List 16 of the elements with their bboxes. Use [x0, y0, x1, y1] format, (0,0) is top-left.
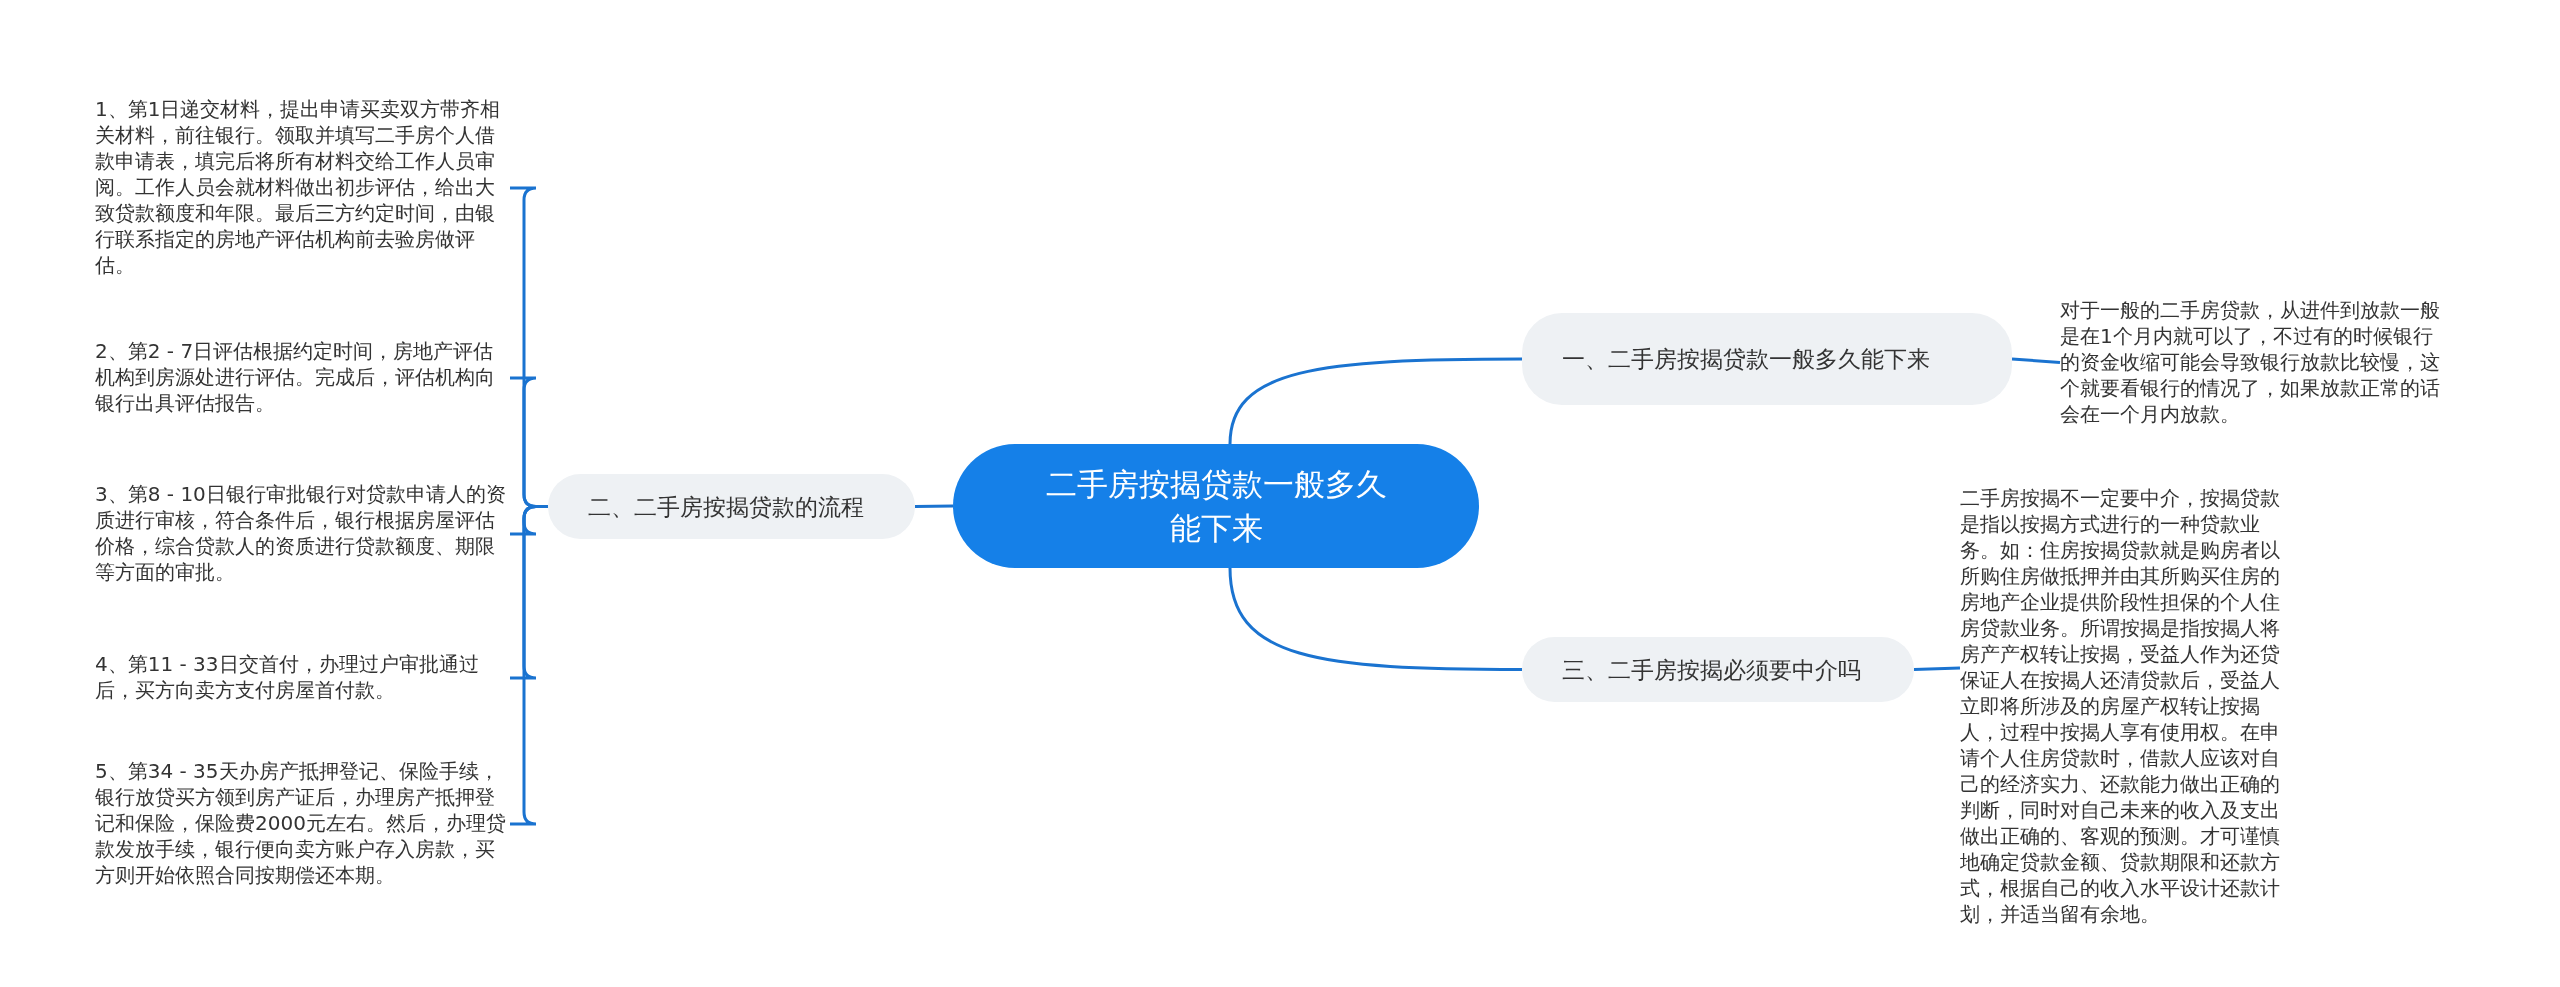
connector-line	[1228, 567, 1522, 671]
connector-line	[2011, 357, 2061, 364]
central-topic: 二手房按揭贷款一般多久能下来	[953, 444, 1479, 568]
note-text: 二手房按揭不一定要中介，按揭贷款是指以按揭方式进行的一种贷款业务。如：住房按揭贷款就是购房者以所购住房做抵押并由其所购买住房的房地产企业提供阶段性担保的个人住房贷款业务。所谓按揭是指按揭人将房产产权转让按揭，受益人作为还贷保证人在按揭人还清贷款后，受益人立即将所涉及的房屋产权转让按揭人，过程中按揭人享有使用权。在申请个人住房贷款时，借款人应该对自己的经济实力、还款能力做出正确的判断，同时对自己未来的收入及支出做出正确的、客观的预测。才可谨慎地确定贷款金额、贷款期限和还款方式，根据自己的收入水平设计还款计划，并适当留有余地。	[1960, 485, 2292, 927]
connector-line	[1228, 357, 1522, 445]
topic-box: 二、二手房按揭贷款的流程	[548, 474, 915, 539]
note-text: 1、第1日递交材料，提出申请买卖双方带齐相关材料，前往银行。领取并填写二手房个人借款申请表，填完后将所有材料交给工作人员审阅。工作人员会就材料做出初步评估，给出大致贷款额度和年限。最后三方约定时间，由银行联系指定的房地产评估机构前去验房做评估。	[95, 96, 510, 278]
note-text: 对于一般的二手房贷款，从进件到放款一般是在1个月内就可以了，不过有的时候银行的资金收缩可能会导致银行放款比较慢，这个就要看银行的情况了，如果放款正常的话会在一个月内放款。	[2060, 297, 2452, 427]
note-text: 3、第8 - 10日银行审批银行对贷款申请人的资质进行审核，符合条件后，银行根据房屋评估价格，综合贷款人的资质进行贷款额度、期限等方面的审批。	[95, 481, 510, 585]
connector-line	[1913, 666, 1961, 671]
topic-box: 三、二手房按揭必须要中介吗	[1522, 637, 1914, 702]
note-text: 2、第2 - 7日评估根据约定时间，房地产评估机构到房源处进行评估。完成后，评估机构向银行出具评估报告。	[95, 338, 510, 416]
connector-line	[914, 504, 954, 508]
note-text: 4、第11 - 33日交首付，办理过户审批通过后，买方向卖方支付房屋首付款。	[95, 651, 510, 703]
topic-box: 一、二手房按揭贷款一般多久能下来	[1522, 313, 2012, 405]
note-text: 5、第34 - 35天办房产抵押登记、保险手续，银行放贷买方领到房产证后，办理房产抵押登记和保险，保险费2000元左右。然后，办理贷款发放手续，银行便向卖方账户存入房款，买方则开始依照合同按期偿还本期。	[95, 758, 510, 888]
